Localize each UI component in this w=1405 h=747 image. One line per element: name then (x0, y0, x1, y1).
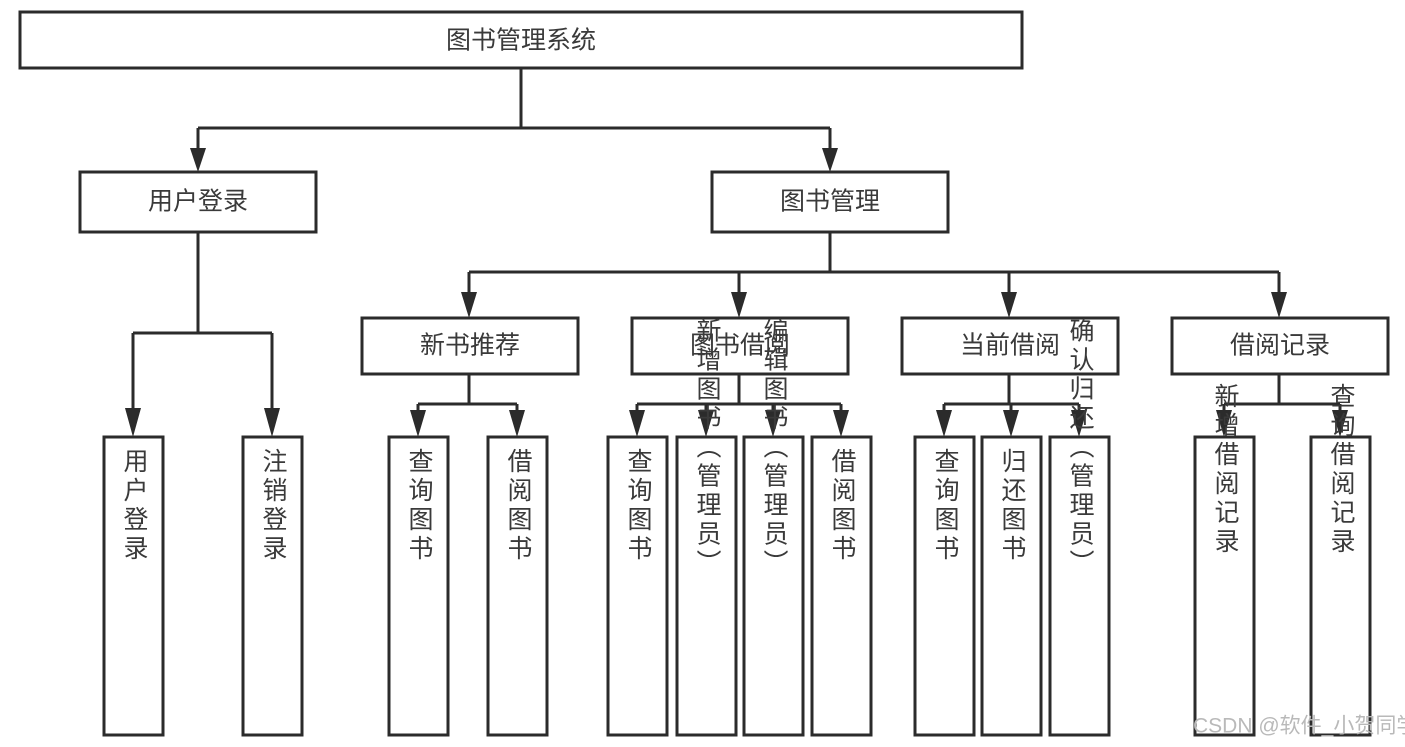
connector-group-root (190, 68, 838, 172)
leaf-node-bb-edit-book-label: 编辑图书（管理员） (760, 318, 789, 579)
leaf-node-nbr-borrow-book-label: 借阅图书 (504, 448, 533, 564)
leaf-node-user-login-login[interactable]: 用户登录 (102, 435, 165, 737)
leaf-node-bb-borrow-book-label: 借阅图书 (828, 448, 857, 564)
leaf-node-bb-query-book-label: 查询图书 (624, 448, 653, 564)
leaf-node-nbr-query-book-label: 查询图书 (405, 448, 434, 564)
leaf-node-bb-borrow-book[interactable]: 借阅图书 (810, 435, 873, 737)
node-user-login-box[interactable] (78, 170, 318, 234)
leaf-node-cb-query-book[interactable]: 查询图书 (913, 435, 976, 737)
arrow-head-new-book-recommend (461, 292, 477, 318)
leaf-node-br-add-record-label: 新增借阅记录 (1211, 383, 1240, 557)
connector-group-book-borrow (629, 374, 849, 437)
arrow-head-leaf-bb-1 (629, 410, 645, 437)
connector-group-new-book-recommend (410, 374, 525, 437)
connector-group-book-manage (461, 232, 1287, 318)
node-user-login-label: 用户登录 (148, 188, 248, 216)
arrow-head-leaf-bb-3 (765, 410, 781, 437)
arrow-head-book-borrow (731, 292, 747, 318)
leaf-node-cb-return-book-box[interactable] (980, 435, 1043, 737)
leaf-node-br-query-record-box[interactable] (1309, 435, 1372, 737)
node-current-borrow-label: 当前借阅 (960, 332, 1060, 360)
node-book-manage-box[interactable] (710, 170, 950, 234)
arrow-head-borrow-record (1271, 292, 1287, 318)
connector-group-borrow-record (1216, 374, 1348, 437)
leaf-node-cb-query-book-box[interactable] (913, 435, 976, 737)
arrow-head-leaf-br-2 (1332, 410, 1348, 437)
arrow-head-leaf-cb-3 (1071, 410, 1087, 437)
node-new-book-recommend-box[interactable] (360, 316, 580, 376)
leaf-node-bb-borrow-book-box[interactable] (810, 435, 873, 737)
leaf-node-br-query-record[interactable]: 查询借阅记录 (1309, 383, 1372, 737)
node-book-borrow[interactable]: 图书借阅 (630, 316, 850, 376)
leaf-node-user-login-logout[interactable]: 注销登录 (241, 435, 304, 737)
node-book-manage[interactable]: 图书管理 (710, 170, 950, 234)
arrow-head-leaf-br-1 (1216, 410, 1232, 437)
leaf-node-user-login-logout-box[interactable] (241, 435, 304, 737)
arrow-head-leaf-cb-1 (936, 410, 952, 437)
arrow-head-leaf-nbr-1 (410, 410, 426, 437)
leaf-node-bb-add-book-label: 新增图书（管理员） (693, 318, 722, 579)
node-new-book-recommend-label: 新书推荐 (420, 332, 520, 360)
node-borrow-record-label: 借阅记录 (1230, 332, 1330, 360)
node-book-manage-label: 图书管理 (780, 188, 880, 216)
leaf-node-cb-query-book-label: 查询图书 (931, 448, 960, 564)
leaf-node-nbr-query-book-box[interactable] (387, 435, 450, 737)
leaf-node-nbr-borrow-book[interactable]: 借阅图书 (486, 435, 549, 737)
node-root-system-label: 图书管理系统 (446, 27, 596, 55)
node-borrow-record[interactable]: 借阅记录 (1170, 316, 1390, 376)
leaf-node-bb-query-book[interactable]: 查询图书 (606, 435, 669, 737)
node-current-borrow-box[interactable] (900, 316, 1120, 376)
leaf-node-bb-add-book-box[interactable] (675, 435, 738, 737)
arrow-head-leaf-user-login-1 (125, 408, 141, 437)
node-root-system-box[interactable] (18, 10, 1024, 70)
node-book-borrow-box[interactable] (630, 316, 850, 376)
leaf-node-user-login-login-label: 用户登录 (120, 448, 149, 564)
node-root-system[interactable]: 图书管理系统 (18, 10, 1024, 70)
leaf-node-nbr-query-book[interactable]: 查询图书 (387, 435, 450, 737)
connector-group-user-login (125, 232, 280, 437)
leaf-node-cb-return-book-label: 归还图书 (998, 448, 1027, 564)
leaf-node-user-login-login-box[interactable] (102, 435, 165, 737)
leaf-node-bb-query-book-box[interactable] (606, 435, 669, 737)
leaf-node-cb-return-book[interactable]: 归还图书 (980, 435, 1043, 737)
node-current-borrow[interactable]: 当前借阅 (900, 316, 1120, 376)
arrow-head-user-login (190, 148, 206, 172)
leaf-node-bb-edit-book[interactable]: 编辑图书（管理员） (742, 318, 805, 737)
leaf-node-cb-confirm-return-label: 确认归还（管理员） (1066, 318, 1095, 579)
arrow-head-leaf-bb-2 (698, 410, 714, 437)
arrow-head-leaf-cb-2 (1003, 410, 1019, 437)
watermark-label: CSDN @软件_小贺同学 (1193, 715, 1405, 738)
arrow-head-current-borrow (1001, 292, 1017, 318)
arrow-head-leaf-nbr-2 (509, 410, 525, 437)
node-user-login[interactable]: 用户登录 (78, 170, 318, 234)
arrow-head-leaf-user-login-2 (264, 408, 280, 437)
node-borrow-record-box[interactable] (1170, 316, 1390, 376)
leaf-node-br-query-record-label: 查询借阅记录 (1327, 383, 1356, 557)
leaf-node-br-add-record[interactable]: 新增借阅记录 (1193, 383, 1256, 737)
connector-group-current-borrow (936, 374, 1087, 437)
node-new-book-recommend[interactable]: 新书推荐 (360, 316, 580, 376)
leaf-node-br-add-record-box[interactable] (1193, 435, 1256, 737)
leaf-node-user-login-logout-label: 注销登录 (259, 448, 288, 564)
leaf-node-bb-add-book[interactable]: 新增图书（管理员） (675, 318, 738, 737)
leaf-node-bb-edit-book-box[interactable] (742, 435, 805, 737)
node-book-borrow-label: 图书借阅 (690, 332, 790, 360)
leaf-node-cb-confirm-return[interactable]: 确认归还（管理员） (1048, 318, 1111, 737)
leaf-node-cb-confirm-return-box[interactable] (1048, 435, 1111, 737)
arrow-head-book-manage (822, 148, 838, 172)
arrow-head-leaf-bb-4 (833, 410, 849, 437)
leaf-node-nbr-borrow-book-box[interactable] (486, 435, 549, 737)
